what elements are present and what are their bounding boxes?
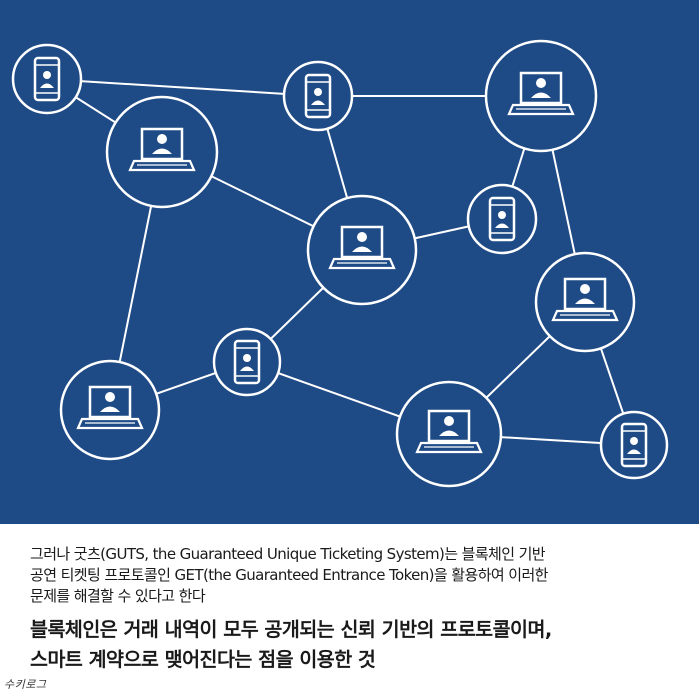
network-diagram xyxy=(11,39,669,488)
phone-node xyxy=(282,60,354,132)
network-illustration xyxy=(0,0,699,524)
signature-watermark: 수키로그 xyxy=(4,678,47,691)
phone-node xyxy=(212,327,282,397)
laptop-node xyxy=(484,39,598,153)
laptop-node xyxy=(59,359,161,461)
phone-node xyxy=(599,410,669,480)
laptop-node xyxy=(306,194,418,306)
phone-node xyxy=(11,43,83,115)
headline-line: 블록체인은 거래 내역이 모두 공개되는 신뢰 기반의 프로토콜이며, 스마트 … xyxy=(30,615,680,675)
caption-line: 공연 티켓팅 프로토콜인 GET(the Guaranteed Entrance… xyxy=(30,566,548,584)
caption: 그러나 굿츠(GUTS, the Guaranteed Unique Ticke… xyxy=(30,544,680,675)
caption-line: 문제를 해결할 수 있다고 한다 xyxy=(30,587,206,605)
headline-line-1: 블록체인은 거래 내역이 모두 공개되는 신뢰 기반의 프로토콜이며, xyxy=(30,618,552,641)
phone-node xyxy=(466,183,538,255)
laptop-node xyxy=(534,251,636,353)
headline-line-2: 스마트 계약으로 맺어진다는 점을 이용한 것 xyxy=(30,648,376,671)
laptop-node xyxy=(395,380,503,488)
caption-line: 그러나 굿츠(GUTS, the Guaranteed Unique Ticke… xyxy=(30,545,546,563)
laptop-node xyxy=(105,95,219,209)
